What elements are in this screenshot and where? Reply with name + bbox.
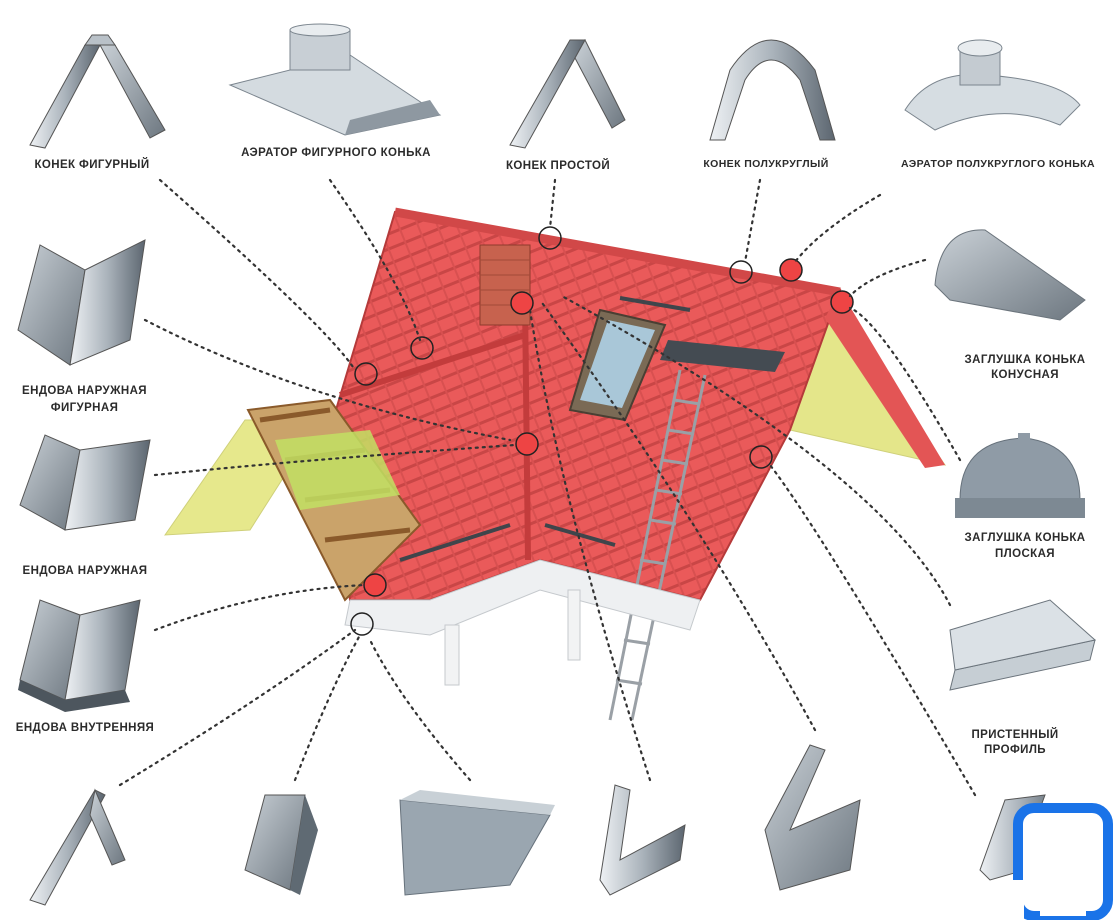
ridge-aerator-icon bbox=[228, 23, 442, 136]
label-endova-vnutrennyaya: ЕНДОВА ВНУТРЕННЯЯ bbox=[15, 722, 155, 734]
valley-outer-figured-icon bbox=[17, 239, 146, 366]
label-aerator-polukruglogo: АЭРАТОР ПОЛУКРУГЛОГО КОНЬКА bbox=[901, 158, 1095, 170]
semicircle-aerator-icon bbox=[904, 39, 1081, 131]
roof-walkway bbox=[660, 340, 785, 372]
valley-outer-icon bbox=[19, 434, 151, 531]
label-konek-prostoy: КОНЕК ПРОСТОЙ bbox=[505, 160, 611, 172]
ridge-simple-icon bbox=[509, 38, 626, 149]
ridge-semicircle-icon bbox=[709, 39, 836, 141]
label-konek-polukrugly: КОНЕК ПОЛУКРУГЛЫЙ bbox=[703, 158, 829, 170]
support-post-2 bbox=[567, 589, 581, 661]
label-endova-figurnaya-1: ЕНДОВА НАРУЖНАЯ bbox=[22, 385, 147, 397]
eaves-strip-icon bbox=[244, 794, 318, 895]
label-aerator-figurnogo: АЭРАТОР ФИГУРНОГО КОНЬКА bbox=[241, 147, 431, 159]
house-illustration bbox=[164, 207, 947, 721]
flat-cap-icon bbox=[955, 433, 1085, 518]
valley-line bbox=[522, 299, 531, 561]
junction-strip-icon bbox=[599, 784, 686, 896]
label-zaglushka-konusnaya-2: КОНУСНАЯ bbox=[991, 369, 1059, 381]
drip-edge-icon bbox=[29, 788, 126, 906]
label-endova-figurnaya-2: ФИГУРНАЯ bbox=[50, 402, 119, 414]
hip-line bbox=[339, 332, 526, 398]
leader-lines bbox=[118, 178, 977, 797]
label-zaglushka-konusnaya-1: ЗАГЛУШКА КОНЬКА bbox=[964, 354, 1086, 366]
ridge-line bbox=[394, 207, 841, 297]
gable-plank-icon bbox=[399, 790, 555, 896]
valley-inner-icon bbox=[18, 599, 141, 712]
ridge-figured-icon bbox=[29, 34, 166, 149]
insulation bbox=[275, 430, 400, 510]
support-post-1 bbox=[444, 624, 460, 686]
label-zaglushka-ploskaya-2: ПЛОСКАЯ bbox=[995, 548, 1055, 560]
eaves bbox=[344, 559, 701, 636]
label-konek-figurny: КОНЕК ФИГУРНЫЙ bbox=[34, 159, 150, 171]
z-profile-icon bbox=[764, 744, 861, 891]
cone-cap-icon bbox=[934, 229, 1086, 321]
label-pristenny-1: ПРИСТЕННЫЙ bbox=[971, 729, 1059, 741]
roof-right-slope bbox=[825, 290, 945, 468]
wall-profile-icon bbox=[949, 599, 1097, 691]
label-pristenny-2: ПРОФИЛЬ bbox=[984, 744, 1046, 756]
label-zaglushka-ploskaya-1: ЗАГЛУШКА КОНЬКА bbox=[964, 532, 1086, 544]
callout-markers bbox=[350, 226, 854, 636]
snow-guards bbox=[399, 296, 691, 562]
label-endova-naruzhnaya: ЕНДОВА НАРУЖНАЯ bbox=[22, 565, 148, 577]
logo-icon bbox=[1010, 803, 1113, 920]
